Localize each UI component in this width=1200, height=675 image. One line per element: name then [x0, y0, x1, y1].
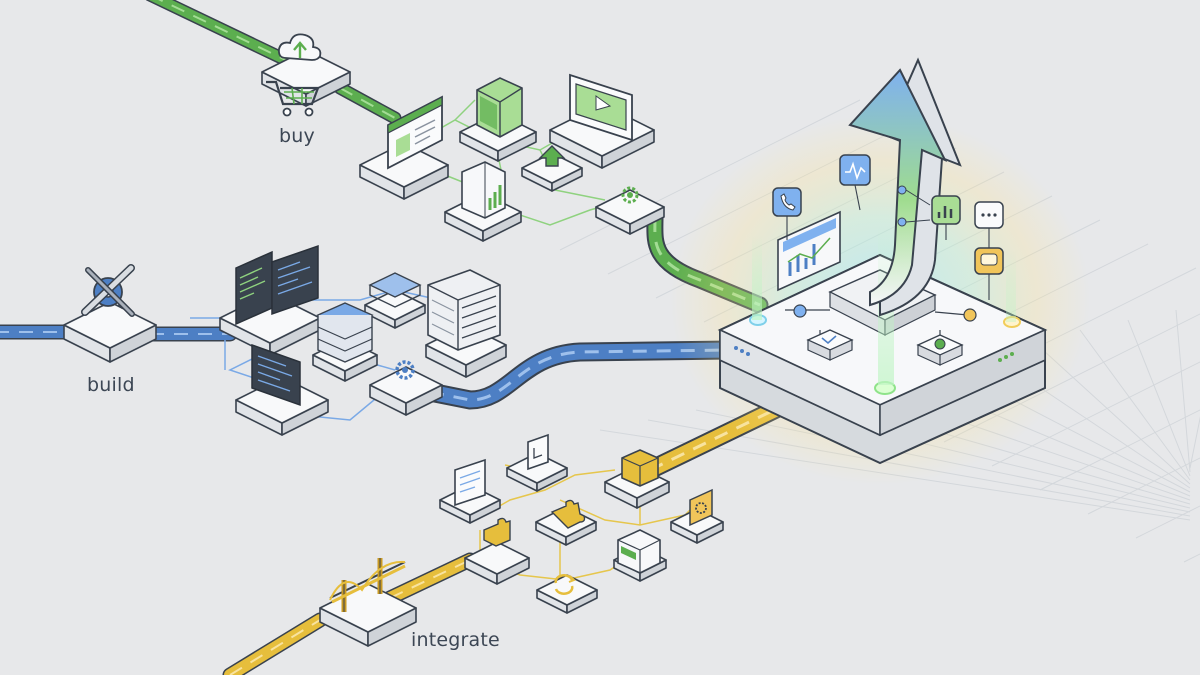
- product-box-icon: [476, 77, 523, 138]
- server-rack-icon: [427, 269, 501, 351]
- buy-upload-tile: [521, 152, 583, 192]
- puzzle-piece-icon: [483, 517, 511, 547]
- wrench-and-gear-icon: [81, 264, 135, 317]
- cube-icon: [621, 449, 659, 487]
- bar-chart-icon: [931, 195, 961, 225]
- integrate-puzzle2-tile: [464, 541, 530, 585]
- gear-icon: [689, 488, 713, 527]
- browser-window-icon: [387, 95, 443, 170]
- sync-arrows-icon: [554, 574, 576, 595]
- bridge-icon: [329, 558, 406, 612]
- dashboard-chart-icon: [777, 210, 841, 292]
- layers-icon: [368, 272, 422, 308]
- hub-icons: [772, 154, 1004, 300]
- package-box-icon: [617, 529, 661, 574]
- page-icon: [527, 433, 549, 471]
- build-gear-tile: [369, 366, 443, 416]
- buy-pipe: [145, 0, 769, 314]
- upload-arrow-icon: [538, 145, 566, 167]
- cloud-upload-icon: [277, 33, 322, 61]
- message-icon: [974, 247, 1004, 275]
- shopping-cart-icon: [266, 80, 320, 117]
- beam: [1006, 250, 1016, 322]
- code-editor-icon: [235, 244, 319, 407]
- buy-label: buy: [279, 125, 315, 147]
- integrate-pipe: [222, 385, 815, 675]
- integrate-bridge-tile: [319, 583, 417, 647]
- integrate-label: integrate: [411, 629, 500, 651]
- build-tools-tile: [63, 301, 157, 363]
- settings-gear-icon: [621, 186, 639, 204]
- video-player-icon: [569, 73, 633, 142]
- integrate-page-tile: [506, 452, 568, 492]
- document-icon: [454, 458, 486, 507]
- build-layers-tile: [364, 289, 426, 329]
- waveform-icon: [839, 154, 871, 186]
- chat-bubble-icon: [974, 201, 1004, 229]
- buy-gear-tile: [595, 189, 665, 235]
- up-arrow-icon: [848, 57, 962, 317]
- phone-icon: [772, 187, 802, 217]
- build-pipe: [0, 324, 740, 410]
- puzzle-piece-icon: [550, 499, 586, 529]
- integrate-sync-tile: [536, 574, 598, 614]
- integrate-puzzle-tile: [535, 506, 597, 546]
- gear-icon: [395, 360, 415, 380]
- database-stack-icon: [316, 302, 374, 363]
- beam: [752, 235, 762, 320]
- bar-chart-icon: [461, 161, 506, 219]
- buy-browser-tile: [359, 142, 449, 200]
- build-label: build: [87, 374, 135, 396]
